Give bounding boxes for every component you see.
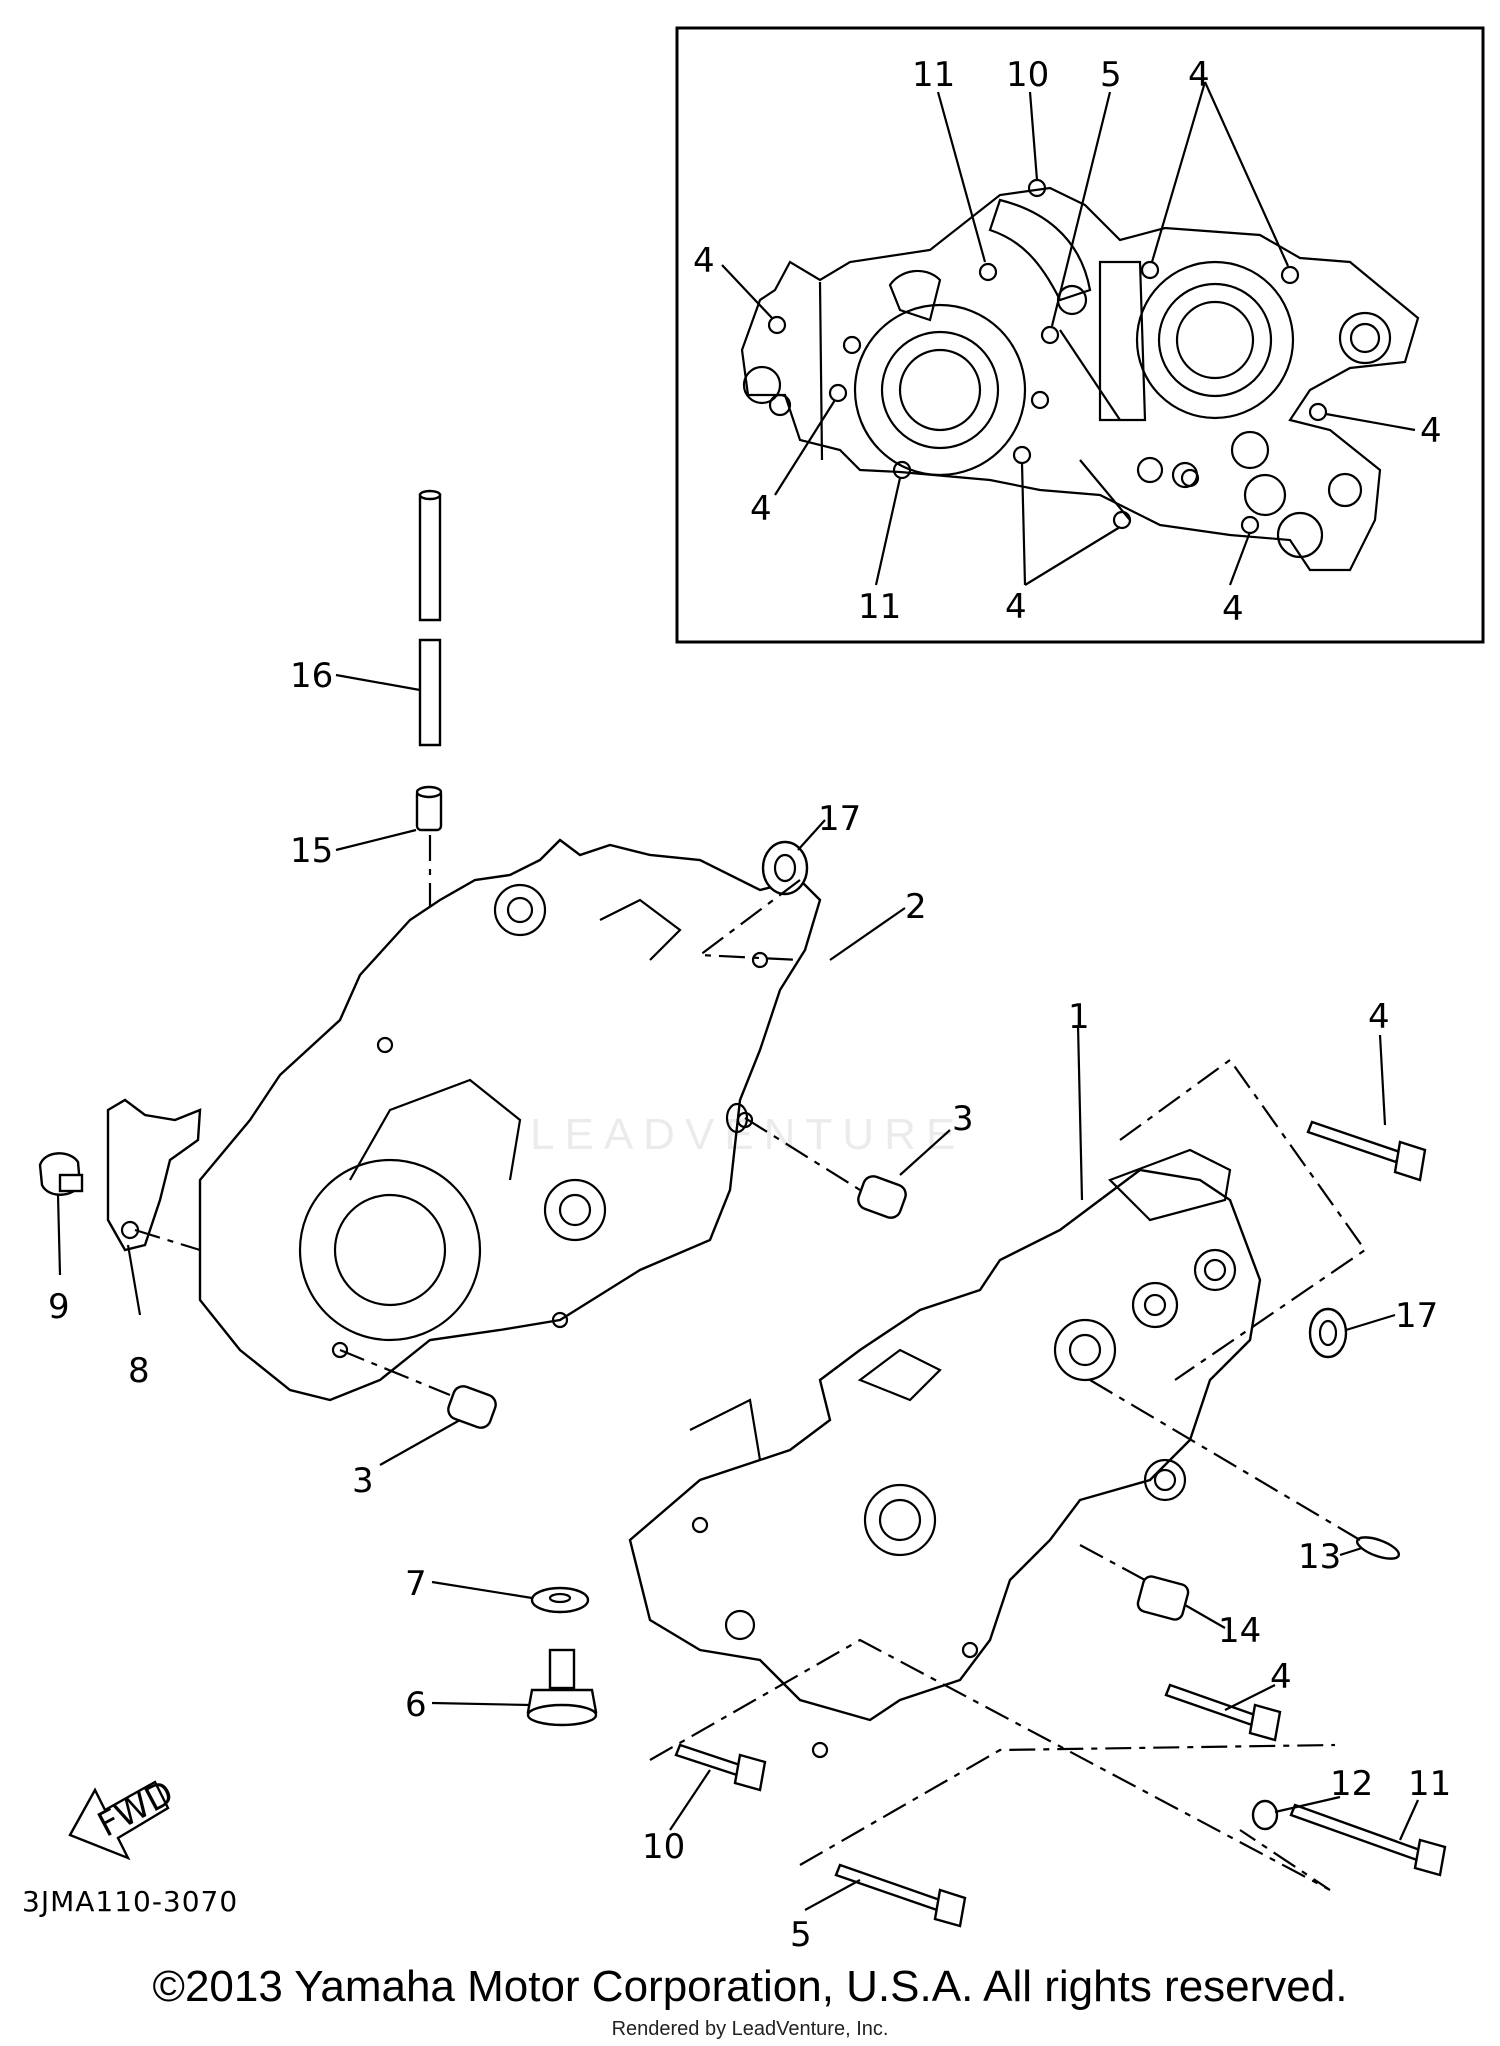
callout-3-upper: 3	[952, 1099, 974, 1139]
centerline-3-lower	[339, 1348, 451, 1397]
part-7-washer	[530, 1586, 590, 1614]
part-3-dowel-upper	[857, 1175, 907, 1219]
inset-callout-4-bottomright: 4	[1222, 589, 1244, 629]
inset-callout-5: 5	[1100, 55, 1122, 95]
part-12-washer	[1251, 1799, 1279, 1831]
part-4-bolt-upper	[1306, 1120, 1427, 1182]
inset-callout-11-top: 11	[912, 55, 955, 95]
diagram-code: 3JMA110-3070	[22, 1885, 239, 1918]
inset-callout-4-right: 4	[1420, 411, 1442, 451]
callout-12: 12	[1330, 1764, 1373, 1804]
callout-8: 8	[128, 1351, 150, 1391]
callout-17-right: 17	[1395, 1296, 1438, 1336]
callout-6: 6	[405, 1685, 427, 1725]
callout-17-upper: 17	[818, 799, 861, 839]
part-16-pipe	[418, 489, 442, 747]
callout-15: 15	[290, 831, 333, 871]
part-3-dowel-lower	[447, 1385, 497, 1429]
inset-crankcase-drawing	[740, 178, 1420, 572]
callout-2: 2	[905, 887, 927, 927]
part-15-nipple	[415, 785, 443, 832]
part-2-left-crankcase	[198, 838, 822, 1402]
part-6-drain-bolt	[526, 1648, 598, 1727]
callout-9: 9	[48, 1287, 70, 1327]
part-9-bolt	[38, 1152, 84, 1196]
inset-frame	[675, 26, 1485, 644]
main-callouts: 16 15 17 2 1 4 3 9 8 3 17 13 7 14 6 4 10…	[48, 656, 1451, 1955]
part-5-bolt	[834, 1863, 967, 1928]
callout-10: 10	[642, 1827, 685, 1867]
rendered-by-notice: Rendered by LeadVenture, Inc.	[611, 2018, 889, 2040]
callout-16: 16	[290, 656, 333, 696]
callout-1: 1	[1068, 997, 1090, 1037]
centerline-14	[1079, 1544, 1146, 1581]
inset-leader-lines	[721, 81, 1416, 586]
leadventure-watermark: LEADVENTURE	[530, 1110, 966, 1159]
part-8-bracket	[106, 1098, 202, 1252]
inset-callout-4-top: 4	[1188, 55, 1210, 95]
callout-3-lower: 3	[352, 1461, 374, 1501]
centerline-3-upper	[744, 1117, 861, 1191]
main-leader-lines	[56, 673, 1420, 1911]
callout-5: 5	[790, 1915, 812, 1955]
part-1-right-crankcase	[628, 1148, 1262, 1759]
callout-14: 14	[1218, 1611, 1261, 1651]
part-14-damper	[1136, 1575, 1190, 1621]
part-4-bolt-lower	[1164, 1683, 1282, 1742]
part-10-bolt	[674, 1743, 767, 1792]
centerline-13	[1089, 1379, 1361, 1541]
inset-callout-4-bottom: 4	[1005, 587, 1027, 627]
part-17-seal-upper	[761, 840, 809, 896]
bolt-group-lower-outline	[649, 1638, 1336, 1891]
copyright-notice: ©2013 Yamaha Motor Corporation, U.S.A. A…	[152, 1962, 1348, 2011]
inset-callouts: 11 10 5 4 4 4 4 4 11 4 4	[693, 55, 1442, 629]
bolt-group-upper-outline	[1119, 1058, 1367, 1381]
inset-callout-11-bottom: 11	[858, 587, 901, 627]
part-17-seal-right	[1308, 1307, 1348, 1359]
part-11-bolt	[1289, 1803, 1447, 1877]
fwd-arrow-icon: FWD	[68, 1773, 180, 1861]
fwd-label: FWD	[91, 1773, 180, 1846]
callout-4-upper: 4	[1368, 997, 1390, 1037]
inset-callout-10: 10	[1006, 55, 1049, 95]
inset-callout-4-lowleft: 4	[750, 489, 772, 529]
centerline-8	[134, 1228, 201, 1252]
callout-13: 13	[1298, 1537, 1341, 1577]
part-13-clip	[1355, 1536, 1401, 1560]
callout-7: 7	[405, 1564, 427, 1604]
inset-callout-4-left: 4	[693, 241, 715, 281]
callout-4-lower: 4	[1270, 1657, 1292, 1697]
callout-11: 11	[1408, 1764, 1451, 1804]
